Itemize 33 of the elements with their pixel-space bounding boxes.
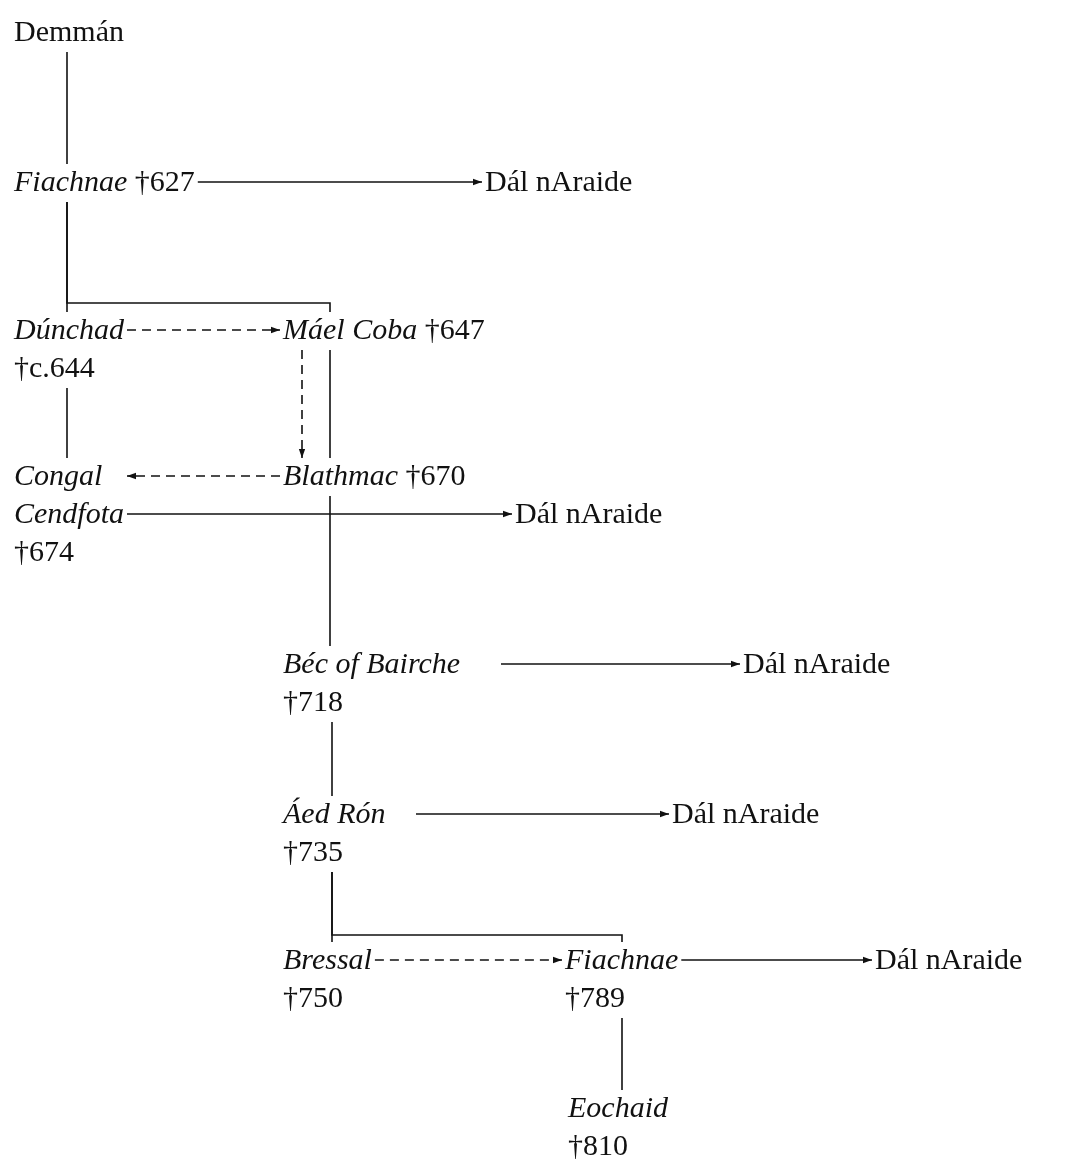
name-label: Blathmac †670 (283, 456, 466, 494)
descent-line (331, 871, 623, 943)
name-label: Dál nAraide (515, 494, 663, 532)
name-label: Fiachnae †627 (14, 162, 195, 200)
name-label: Béc of Bairche †718 (283, 644, 498, 720)
name-label: Dál nAraide (875, 940, 1023, 978)
name-label: Fiachnae †789 (565, 940, 679, 1016)
name-label: Eochaid †810 (568, 1088, 668, 1164)
descent-line (621, 1017, 623, 1091)
arrow (374, 956, 563, 964)
name-label: Dál nAraide (485, 162, 633, 200)
descent-line (66, 51, 68, 165)
arrow (197, 178, 483, 186)
name-label: Demmán (14, 12, 124, 50)
arrow (126, 326, 281, 334)
name-label: Congal Cendfota †674 (14, 456, 124, 570)
arrow (126, 510, 513, 518)
descent-line (329, 349, 331, 459)
descent-line (329, 495, 331, 647)
name-label: Máel Coba †647 (283, 310, 485, 348)
arrow (126, 472, 281, 480)
name-label: Dál nAraide (672, 794, 820, 832)
arrow (298, 349, 306, 459)
name-label: Bressal †750 (283, 940, 372, 1016)
arrow (680, 956, 873, 964)
name-label: Dúnchad †c.644 (14, 310, 124, 386)
descent-line (66, 387, 68, 459)
descent-line (331, 721, 333, 797)
name-label: Áed Rón †735 (283, 794, 413, 870)
descent-line (66, 201, 331, 313)
arrow (500, 660, 741, 668)
name-label: Dál nAraide (743, 644, 891, 682)
arrow (415, 810, 670, 818)
